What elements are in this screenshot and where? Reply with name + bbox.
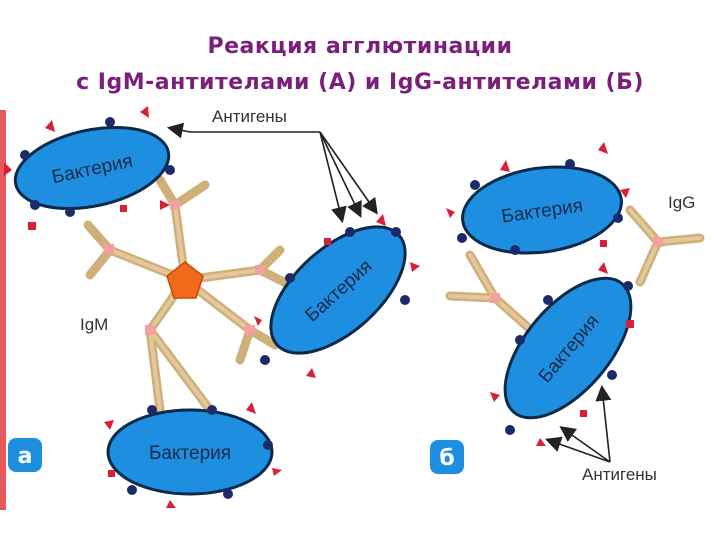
panel-a-letter: а [18, 444, 33, 469]
antigen-arrows-a [166, 122, 378, 224]
antigens-a2 [254, 214, 420, 378]
panel-a: Бактерия Бактерия [4, 106, 420, 508]
antigens-label-bottom: Антигены [582, 465, 657, 484]
igm-core-pentagon [166, 261, 204, 299]
panel-b-letter: б [439, 446, 454, 471]
igm-hinges [104, 200, 265, 335]
bacterium-a3: Бактерия [106, 408, 274, 496]
antigens-a3 [104, 402, 282, 508]
panel-b-badge: б [430, 440, 464, 474]
bacterium-a3-label: Бактерия [149, 443, 231, 464]
antigens-b1 [446, 142, 630, 255]
title-line-2: с IgM-антителами (А) и IgG-антителами (Б… [76, 70, 644, 95]
bacterium-a1: Бактерия [13, 125, 171, 211]
antigens-b2 [490, 262, 634, 446]
bacterium-b1: Бактерия [461, 165, 623, 255]
bacterium-a2: Бактерия [269, 225, 407, 355]
igg-label: IgG [668, 193, 695, 212]
bacterium-b2: Бактерия [503, 276, 633, 420]
panel-a-badge: а [8, 438, 42, 472]
panel-b: Бактерия Бактерия [430, 142, 705, 484]
title-line-1: Реакция агглютинации [207, 34, 513, 59]
antigens-label-top: Антигены [212, 107, 287, 126]
antigens-a1 [4, 106, 175, 230]
antigen-arrows-b [544, 384, 612, 463]
igm-label: IgM [80, 315, 108, 334]
left-accent-bar [0, 110, 6, 510]
